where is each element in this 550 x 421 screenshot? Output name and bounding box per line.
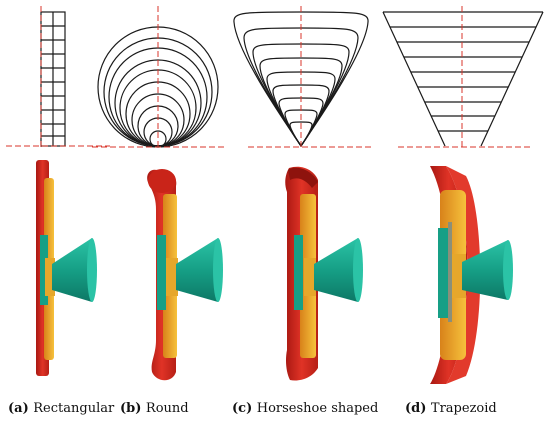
caption-a: (a) Rectangular bbox=[8, 401, 115, 416]
panel-b-3d-hub bbox=[166, 258, 178, 296]
caption-d-text: Trapezoid bbox=[431, 401, 497, 416]
panel-c-3d-model bbox=[285, 166, 363, 381]
panel-d-3d-cone bbox=[462, 240, 508, 300]
caption-d-label: (d) bbox=[405, 401, 431, 416]
panel-d-3d-gray-band bbox=[448, 222, 452, 322]
caption-a-label: (a) bbox=[8, 401, 33, 416]
caption-c-text: Horseshoe shaped bbox=[257, 401, 379, 416]
panel-d-3d-red-outer bbox=[446, 166, 481, 384]
panel-b-3d-cone bbox=[176, 238, 218, 302]
captions: (a) Rectangular (b) Round (c) Horseshoe … bbox=[8, 401, 497, 416]
panel-d-3d-inner-ring bbox=[438, 228, 448, 318]
panel-a-3d-inner-ring bbox=[40, 235, 48, 305]
panel-d-3d-cone-face bbox=[503, 240, 513, 300]
rect-profile-outline bbox=[40, 11, 66, 147]
panel-b-3d-cone-face bbox=[213, 238, 223, 302]
caption-d: (d) Trapezoid bbox=[405, 401, 497, 416]
caption-c-label: (c) bbox=[232, 401, 257, 416]
caption-b: (b) Round bbox=[120, 401, 189, 416]
panel-a-profile bbox=[6, 6, 110, 150]
panel-d-3d-model bbox=[430, 166, 513, 384]
panel-a-3d-cone-face bbox=[87, 238, 97, 302]
panel-c-3d-inner-ring bbox=[294, 235, 303, 310]
panel-b-3d-inner-ring bbox=[157, 235, 166, 310]
panel-a-3d-hub bbox=[45, 258, 55, 296]
panel-c-profile bbox=[233, 6, 372, 150]
panel-c-3d-red-lip-top bbox=[288, 167, 318, 188]
panel-d-profile bbox=[382, 6, 544, 150]
trapezoid-profile-lines bbox=[382, 11, 544, 147]
panel-c-3d-cone bbox=[314, 238, 358, 302]
panel-b-3d-model bbox=[147, 169, 223, 381]
panel-c-3d-cone-face bbox=[353, 238, 363, 302]
panel-b-profile bbox=[92, 6, 226, 150]
caption-b-text: Round bbox=[146, 401, 189, 416]
panel-a-3d-cone bbox=[52, 238, 92, 302]
panel-a-3d-model bbox=[36, 160, 97, 376]
caption-c: (c) Horseshoe shaped bbox=[232, 401, 378, 416]
panel-b-3d-red-ring-top bbox=[148, 169, 176, 193]
caption-b-label: (b) bbox=[120, 401, 146, 416]
panel-c-3d-hub bbox=[304, 258, 316, 296]
caption-a-text: Rectangular bbox=[33, 401, 115, 416]
